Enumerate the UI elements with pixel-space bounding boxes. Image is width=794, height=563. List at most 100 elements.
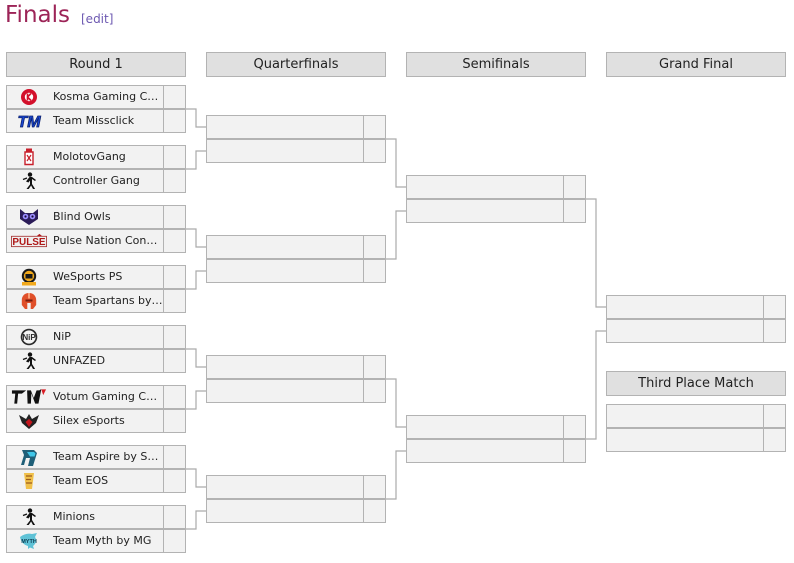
placeholder-player-icon: [11, 352, 47, 370]
team-name: Team Missclick: [53, 114, 135, 127]
score-box: [163, 506, 185, 528]
round1-match-4-slot-1[interactable]: WeSports PS: [6, 265, 186, 289]
team-name: MolotovGang: [53, 150, 126, 163]
team-name: Team Aspire by SFD...: [53, 450, 163, 463]
team-name: Team Spartans by ...: [53, 294, 163, 307]
svg-text:MYTH: MYTH: [21, 539, 37, 545]
team-name: Blind Owls: [53, 210, 111, 223]
team-name: Pulse Nation Console: [53, 234, 163, 247]
score-box: [163, 146, 185, 168]
wesports-logo-icon: [11, 268, 47, 286]
score-box: [763, 296, 785, 318]
bracket-connector-line: [386, 378, 406, 428]
edit-link[interactable]: [edit]: [81, 12, 114, 26]
round1-match-1-slot-1[interactable]: Kosma Gaming Con...: [6, 85, 186, 109]
bracket-connector-line: [186, 348, 206, 368]
quarterfinal-match-2-slot-1[interactable]: [206, 235, 386, 259]
semifinal-match-1-slot-1[interactable]: [406, 175, 586, 199]
grand-final-match-slot-2[interactable]: [606, 319, 786, 343]
round1-match-1-slot-2[interactable]: TM Team Missclick: [6, 109, 186, 133]
score-box: [163, 86, 185, 108]
round1-match-3-slot-1[interactable]: Blind Owls: [6, 205, 186, 229]
round1-match-2-slot-1[interactable]: MolotovGang: [6, 145, 186, 169]
svg-text:TM: TM: [17, 114, 41, 130]
score-box: [163, 470, 185, 492]
blind-owls-logo-icon: [11, 208, 47, 226]
score-box: [363, 260, 385, 282]
team-eos-logo-icon: [11, 472, 47, 490]
round1-match-4-slot-2[interactable]: Team Spartans by ...: [6, 289, 186, 313]
score-box: [363, 140, 385, 162]
bracket-connector-line: [186, 228, 206, 248]
round1-match-2-slot-2[interactable]: Controller Gang: [6, 169, 186, 193]
quarterfinal-match-4-slot-1[interactable]: [206, 475, 386, 499]
third-place-match-slot-1[interactable]: [606, 404, 786, 428]
team-name: Team EOS: [53, 474, 109, 487]
bracket-connector-line: [186, 150, 206, 170]
team-name: Kosma Gaming Con...: [53, 90, 163, 103]
score-box: [163, 230, 185, 252]
team-spartans-logo-icon: [11, 292, 47, 310]
bracket-connector-line: [186, 270, 206, 290]
round-header-round-1: Round 1: [6, 52, 186, 77]
score-box: [363, 476, 385, 498]
third-place-match-slot-2[interactable]: [606, 428, 786, 452]
round-header-grand-final: Grand Final: [606, 52, 786, 77]
svg-text:PULSE: PULSE: [12, 237, 46, 248]
score-box: [163, 110, 185, 132]
team-name: Votum Gaming Con...: [53, 390, 163, 403]
quarterfinal-match-2-slot-2[interactable]: [206, 259, 386, 283]
quarterfinal-match-1-slot-1[interactable]: [206, 115, 386, 139]
team-name: Silex eSports: [53, 414, 125, 427]
round-header-quarterfinals: Quarterfinals: [206, 52, 386, 77]
team-myth-logo-icon: MYTH: [11, 532, 47, 550]
nip-logo-icon: NiP: [11, 328, 47, 346]
score-box: [563, 176, 585, 198]
bracket-connector-line: [186, 108, 206, 128]
placeholder-player-icon: [11, 172, 47, 190]
score-box: [163, 290, 185, 312]
score-box: [763, 320, 785, 342]
pulse-nation-logo-icon: PULSE: [11, 232, 47, 250]
semifinal-match-2-slot-2[interactable]: [406, 439, 586, 463]
molotovgang-logo-icon: [11, 148, 47, 166]
score-box: [163, 326, 185, 348]
quarterfinal-match-1-slot-2[interactable]: [206, 139, 386, 163]
round-header-third-place: Third Place Match: [606, 371, 786, 396]
score-box: [163, 386, 185, 408]
placeholder-player-icon: [11, 508, 47, 526]
semifinal-match-1-slot-2[interactable]: [406, 199, 586, 223]
team-aspire-logo-icon: [11, 448, 47, 466]
score-box: [763, 405, 785, 427]
score-box: [363, 236, 385, 258]
round1-match-8-slot-1[interactable]: Minions: [6, 505, 186, 529]
round1-match-6-slot-1[interactable]: Votum Gaming Con...: [6, 385, 186, 409]
round1-match-5-slot-2[interactable]: UNFAZED: [6, 349, 186, 373]
round1-match-6-slot-2[interactable]: Silex eSports: [6, 409, 186, 433]
bracket-connector-line: [186, 510, 206, 530]
bracket-connector-line: [586, 198, 606, 308]
quarterfinal-match-3-slot-2[interactable]: [206, 379, 386, 403]
votum-logo-icon: [11, 388, 47, 406]
quarterfinal-match-3-slot-1[interactable]: [206, 355, 386, 379]
bracket-connector-line: [186, 468, 206, 488]
round1-match-3-slot-2[interactable]: PULSE Pulse Nation Console: [6, 229, 186, 253]
score-box: [163, 206, 185, 228]
grand-final-match-slot-1[interactable]: [606, 295, 786, 319]
semifinal-match-2-slot-1[interactable]: [406, 415, 586, 439]
bracket-connector-line: [186, 390, 206, 410]
kosma-logo-icon: [11, 88, 47, 106]
team-name: Controller Gang: [53, 174, 140, 187]
team-name: Minions: [53, 510, 96, 523]
score-box: [563, 416, 585, 438]
quarterfinal-match-4-slot-2[interactable]: [206, 499, 386, 523]
score-box: [763, 429, 785, 451]
score-box: [163, 410, 185, 432]
silex-logo-icon: [11, 412, 47, 430]
round-header-semifinals: Semifinals: [406, 52, 586, 77]
round1-match-7-slot-2[interactable]: Team EOS: [6, 469, 186, 493]
round1-match-7-slot-1[interactable]: Team Aspire by SFD...: [6, 445, 186, 469]
team-name: WeSports PS: [53, 270, 123, 283]
